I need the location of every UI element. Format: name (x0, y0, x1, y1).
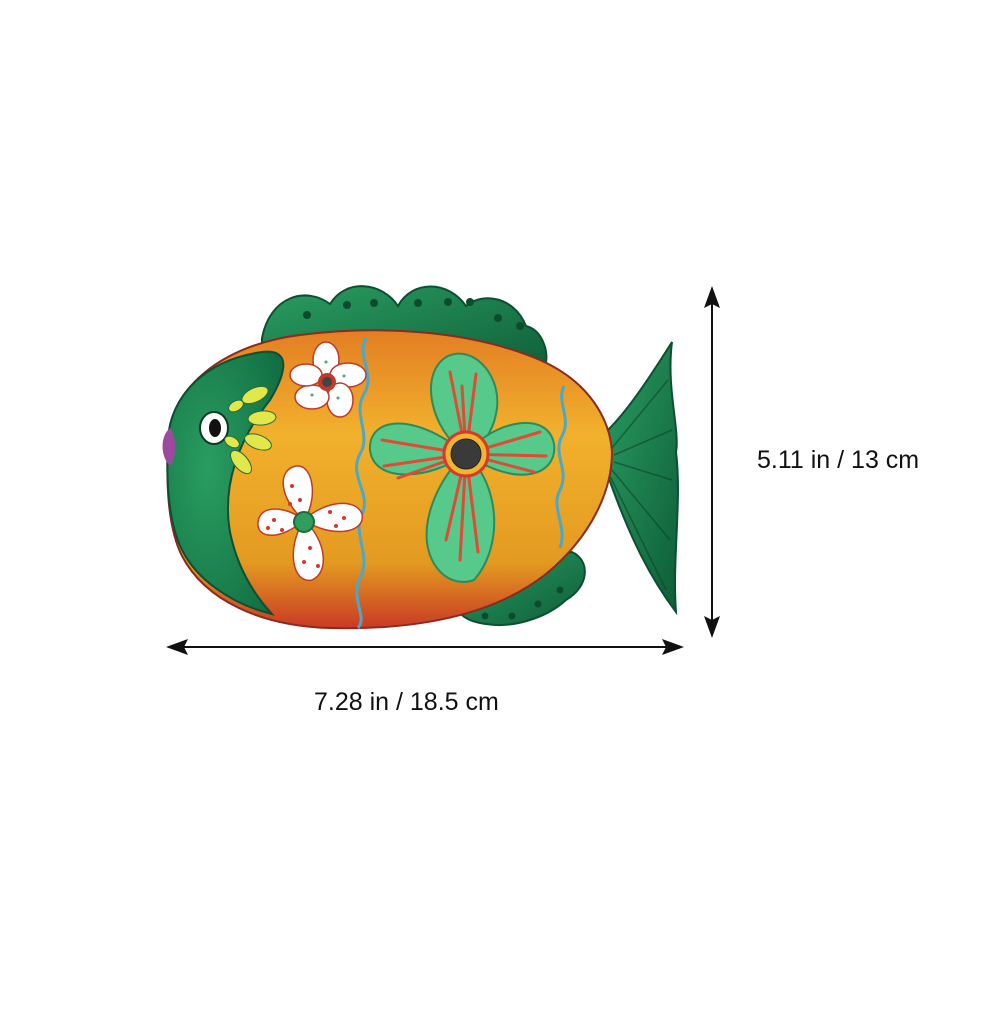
small-flower-top (289, 341, 367, 418)
large-green-flower (368, 352, 556, 583)
gill-pattern (224, 385, 277, 475)
dorsal-fin-dots (303, 298, 524, 330)
width-dimension-label: 7.28 in / 18.5 cm (314, 688, 499, 716)
fish-mouth (162, 428, 176, 466)
fish-body (166, 329, 614, 630)
height-arrow (704, 286, 720, 638)
height-dimension-label: 5.11 in / 13 cm (757, 446, 920, 474)
body-stripes (355, 337, 567, 629)
tail-fin (604, 341, 679, 616)
fish-eye (199, 411, 229, 445)
width-arrow (166, 639, 684, 655)
dotted-flower (257, 465, 363, 581)
